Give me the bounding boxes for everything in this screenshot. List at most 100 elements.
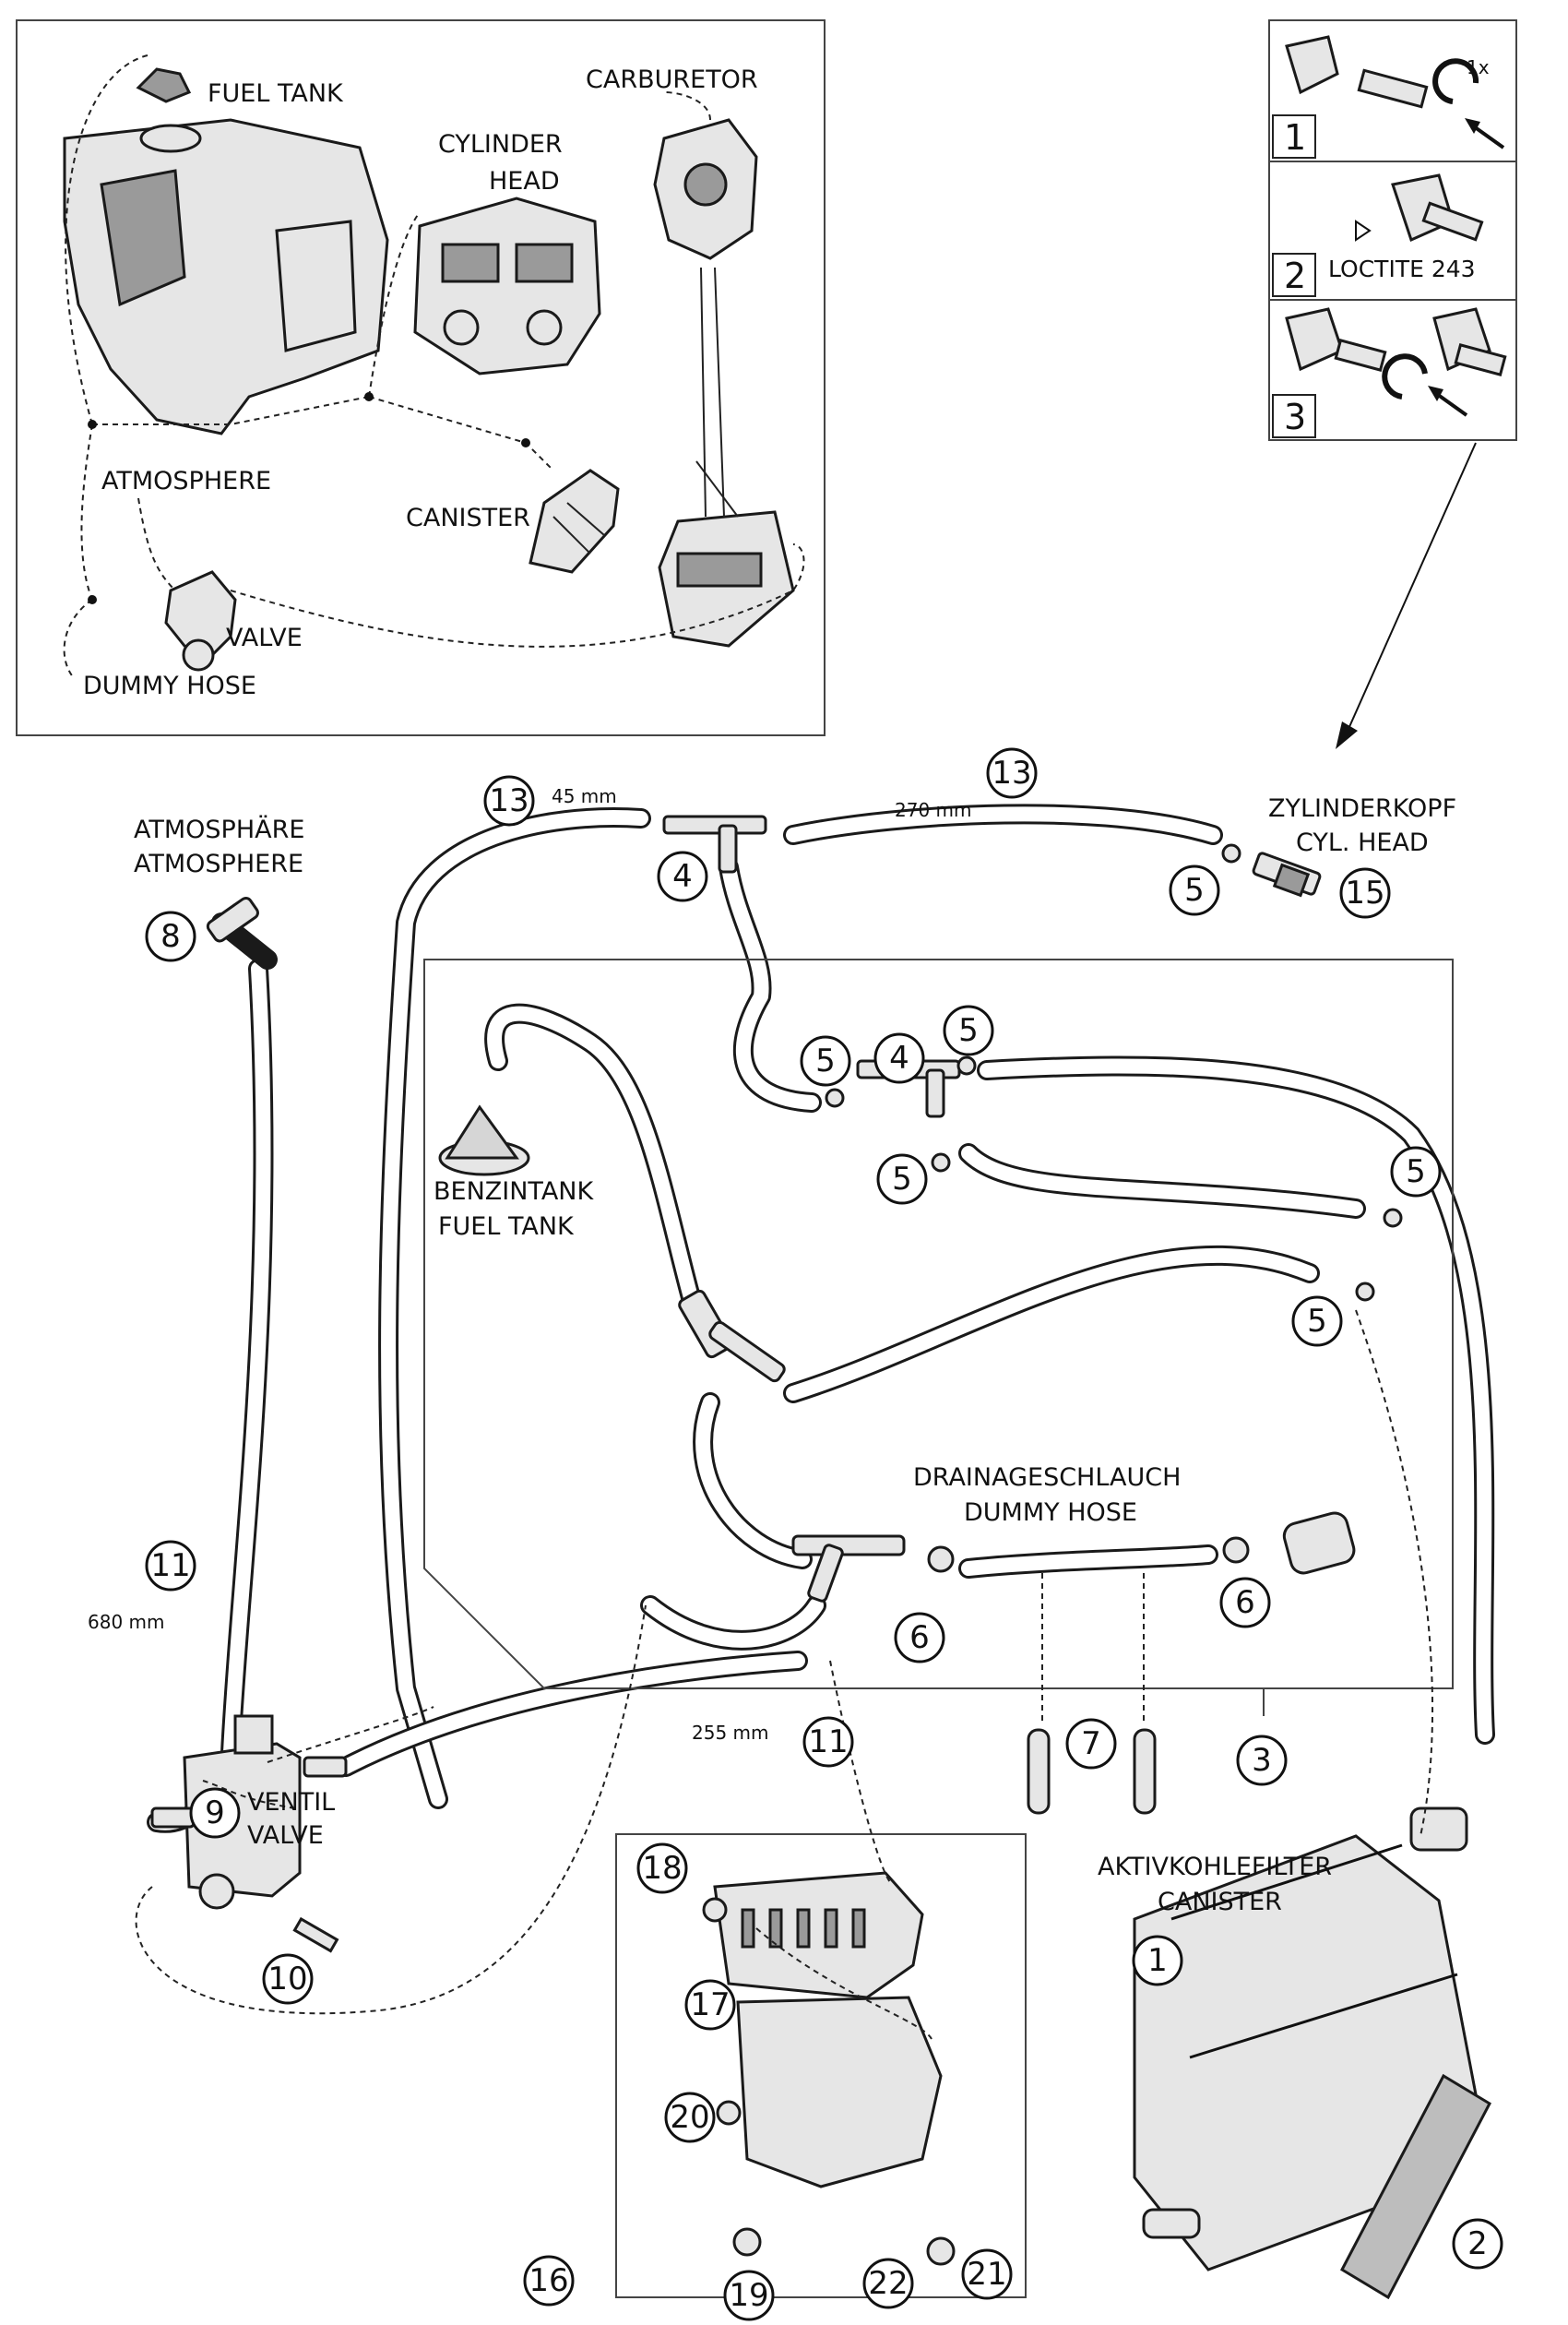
overview-routing-lines [63, 54, 805, 679]
callout-5-e: 5 [1291, 1295, 1343, 1347]
callout-4-middle: 4 [873, 1032, 925, 1084]
overview-label-atmosphere: ATMOSPHERE [101, 467, 271, 495]
assembly-3-frame [423, 959, 1454, 1689]
callout-20: 20 [664, 2092, 716, 2143]
parts [150, 815, 1491, 2300]
label-atmosphere-en: ATMOSPHERE [134, 850, 303, 878]
svg-text:8: 8 [160, 918, 181, 955]
svg-text:7: 7 [1081, 1725, 1101, 1762]
overview-label-cylinder: CYLINDER [438, 130, 563, 159]
callout-2: 2 [1452, 2218, 1503, 2270]
label-fuel-tank-en: FUEL TANK [438, 1212, 575, 1241]
label-cyl-head-en: CYL. HEAD [1296, 829, 1429, 857]
overview-cylinder-head-drawing [413, 197, 601, 376]
callout-13-right: 13 [986, 747, 1038, 799]
step-3-number: 3 [1284, 397, 1306, 437]
canister-1 [1133, 1806, 1478, 2271]
callout-5-d: 5 [1390, 1146, 1442, 1198]
overview-carburetor-drawing [653, 118, 795, 648]
step-3: 3 [1272, 307, 1507, 438]
overview-valve-drawing [164, 570, 237, 672]
svg-text:13: 13 [489, 782, 529, 819]
callout-4-upper: 4 [657, 851, 708, 902]
dim-680: 680 mm [88, 1611, 165, 1633]
step-2-note: LOCTITE 243 [1328, 256, 1476, 282]
overview-fuel-tank-drawing [63, 67, 389, 435]
callout-6-left: 6 [894, 1612, 945, 1663]
label-valve-de: VENTIL [247, 1788, 335, 1817]
label-atmosphere-de: ATMOSPHÄRE [134, 815, 304, 844]
t-piece-tank [678, 1289, 786, 1383]
overview-label-carburetor: CARBURETOR [586, 66, 758, 94]
step-panel: 1 1x 2 LOCTITE 243 3 [1268, 19, 1517, 441]
dim-270: 270 mm [895, 799, 972, 821]
svg-text:13: 13 [992, 755, 1031, 792]
callout-21: 21 [961, 2248, 1013, 2300]
callout-15: 15 [1339, 867, 1391, 919]
callout-13-left: 13 [483, 775, 535, 827]
callout-6-right: 6 [1219, 1577, 1271, 1628]
callout-5-a: 5 [800, 1035, 851, 1087]
fuel-tank-cap [438, 1104, 530, 1176]
label-cyl-head-de: ZYLINDERKOPF [1268, 794, 1456, 823]
label-canister-en: CANISTER [1158, 1888, 1282, 1916]
label-dummy-hose-de: DRAINAGESCHLAUCH [913, 1463, 1181, 1492]
callout-9: 9 [189, 1787, 241, 1839]
callout-17: 17 [684, 1979, 736, 2031]
svg-text:11: 11 [150, 1547, 190, 1584]
svg-text:5: 5 [958, 1012, 979, 1049]
overview-label-valve: VALVE [226, 624, 303, 652]
svg-text:6: 6 [909, 1619, 930, 1656]
svg-text:4: 4 [889, 1040, 909, 1077]
label-dummy-hose-en: DUMMY HOSE [964, 1498, 1137, 1527]
step-arrow [1336, 442, 1477, 749]
overview-canister-drawing [529, 469, 620, 574]
step-2: 2 LOCTITE 243 [1272, 173, 1484, 297]
step-1-number: 1 [1284, 117, 1306, 158]
svg-text:22: 22 [868, 2265, 908, 2302]
svg-text:21: 21 [967, 2256, 1006, 2293]
svg-text:18: 18 [642, 1850, 682, 1887]
callout-3: 3 [1236, 1735, 1288, 1786]
step-frame [1268, 19, 1517, 441]
callout-19: 19 [723, 2270, 775, 2321]
svg-text:5: 5 [1307, 1303, 1327, 1340]
label-fuel-tank-de: BENZINTANK [434, 1177, 595, 1206]
callout-16: 16 [523, 2255, 575, 2307]
overview-label-canister: CANISTER [406, 504, 530, 532]
svg-text:17: 17 [690, 1986, 730, 2023]
callout-8: 8 [145, 911, 196, 962]
label-valve-en: VALVE [247, 1821, 324, 1850]
callout-22: 22 [862, 2258, 914, 2309]
callout-7: 7 [1065, 1718, 1117, 1770]
dummy-hose-cap [1282, 1511, 1356, 1575]
svg-text:6: 6 [1235, 1584, 1255, 1621]
label-canister-de: AKTIVKOHLEFILTER [1098, 1853, 1332, 1881]
svg-text:15: 15 [1345, 875, 1384, 912]
fitting-15 [1252, 852, 1322, 898]
svg-text:16: 16 [529, 2262, 568, 2299]
step-1-note: 1x [1467, 56, 1490, 78]
overview-panel: FUEL TANK CYLINDER HEAD CARBURETOR [16, 19, 826, 736]
svg-text:5: 5 [1184, 872, 1205, 909]
canister-detail [702, 1871, 956, 2266]
valve-9 [150, 1714, 348, 1910]
svg-text:11: 11 [808, 1723, 848, 1760]
overview-label-fuel-tank: FUEL TANK [208, 79, 344, 108]
svg-text:5: 5 [1406, 1153, 1426, 1190]
t-piece-upper [662, 815, 767, 874]
callout-1: 1 [1132, 1935, 1183, 1986]
callout-5-head: 5 [1169, 864, 1220, 916]
svg-text:3: 3 [1252, 1742, 1272, 1779]
callouts: 13 13 4 5 15 8 5 4 5 5 5 5 6 6 7 3 11 11… [145, 747, 1503, 2321]
clamps [825, 843, 1403, 1573]
bolt-10 [292, 1916, 339, 1953]
tags-7 [1027, 1728, 1157, 1815]
callout-18: 18 [636, 1842, 688, 1894]
overview-label-head: HEAD [489, 167, 560, 196]
callout-11-left: 11 [145, 1540, 196, 1592]
callout-5-b: 5 [943, 1005, 994, 1056]
svg-text:10: 10 [267, 1961, 307, 1997]
callout-11-right: 11 [802, 1716, 854, 1768]
